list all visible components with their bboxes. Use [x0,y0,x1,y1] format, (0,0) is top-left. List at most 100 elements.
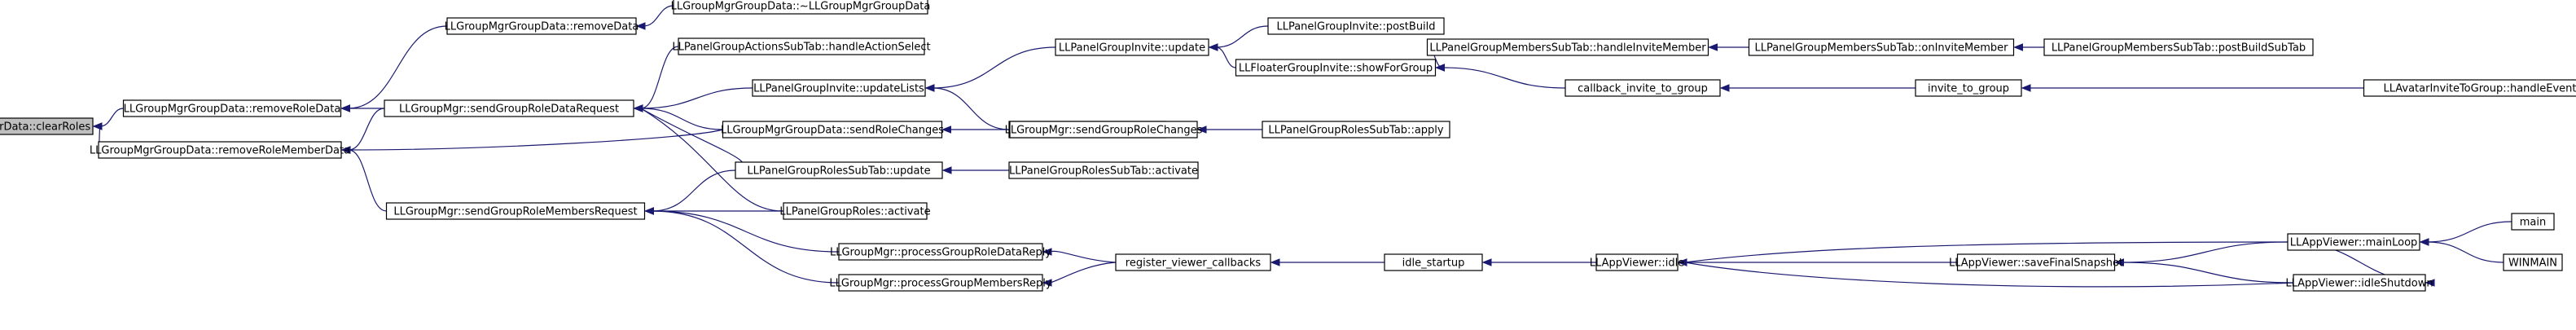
arrowhead-icon [1708,43,1718,51]
function-node[interactable]: LLPanelGroupInvite::updateLists [752,79,926,97]
function-node[interactable]: LLAppViewer::mainLoop [2287,233,2420,251]
edge-line [640,108,784,212]
arrowhead-icon [92,122,103,130]
function-node[interactable]: LLGroupMgrGroupData::removeRoleData [122,99,342,117]
node-box [1055,38,1209,56]
function-node[interactable]: LLGroupMgrGroupData::~LLGroupMgrGroupDat… [671,0,931,15]
arrowhead-icon [941,166,952,174]
call-edge [1708,43,1749,51]
arrowhead-icon [2114,258,2124,266]
call-edge [633,46,679,112]
node-box [1115,253,1271,271]
function-node[interactable]: idle_startup [1384,253,1483,271]
node-label: invite_to_group [1928,83,2009,95]
function-node[interactable]: LLGroupMgrGroupData::sendRoleChanges [721,121,944,139]
node-box [1956,253,2116,271]
node-label: LLGroupMgrGroupData::~LLGroupMgrGroupDat… [671,1,931,13]
node-label: LLGroupMgrGroupData::sendRoleChanges [721,125,944,137]
function-node[interactable]: LLAppViewer::saveFinalSnapshot [1949,253,2123,271]
call-edge [2419,221,2512,246]
edge-line [932,87,1010,130]
node-label: register_viewer_callbacks [1126,257,1262,270]
arrowhead-icon [340,146,351,154]
node-label: LLPanelGroupMembersSubTab::handleInviteM… [1429,42,1706,55]
edge-line [1215,46,1236,68]
arrowhead-icon [635,22,646,30]
node-box [2287,233,2420,251]
edge-line [932,46,1056,89]
node-box [2503,253,2563,271]
node-label: LLPanelGroupInvite::postBuild [1276,21,1435,33]
call-edge [1481,258,1596,266]
function-node[interactable]: LLPanelGroupActionsSubTab::handleActionS… [672,37,931,55]
node-box [0,117,94,135]
node-box [678,37,925,55]
function-node[interactable]: LLPanelGroupRolesSubTab::activate [1008,161,1199,179]
node-label: LLAppViewer::idleShutdown [2285,278,2433,290]
arrowhead-icon [1196,125,1207,134]
function-node[interactable]: callback_invite_to_group [1564,79,1721,97]
node-box [722,121,943,139]
function-node[interactable]: LLPanelGroupMembersSubTab::handleInviteM… [1426,38,1709,56]
function-node[interactable]: invite_to_group [1915,79,2022,97]
edge-line [1049,250,1117,263]
node-label: LLPanelGroupMembersSubTab::postBuildSubT… [2052,42,2306,55]
node-label: LLPanelGroupActionsSubTab::handleActionS… [672,42,930,54]
node-label: LLGroupMgr::sendGroupRoleDataRequest [399,103,619,116]
edge-line [2426,221,2512,243]
node-box [385,202,646,220]
edge-line [652,169,736,212]
node-box [2293,274,2426,292]
node-label: LLAppViewer::idle [1590,257,1684,270]
edge-line [1215,25,1269,48]
call-edge [941,125,1010,134]
function-node[interactable]: LLPanelGroupRolesSubTab::apply [1262,121,1450,139]
node-box [384,99,634,117]
function-node[interactable]: WINMAIN [2503,253,2563,271]
function-node[interactable]: LLPanelGroupInvite::update [1055,38,1209,56]
edge-line [2122,262,2294,284]
function-node[interactable]: LLGroupMgr::sendGroupRoleMembersRequest [385,202,646,220]
function-node[interactable]: LLFloaterGroupInvite::showForGroup [1235,59,1437,77]
arrowhead-icon [1435,64,1445,72]
node-label: LLPanelGroupRolesSubTab::activate [1009,165,1198,178]
function-node[interactable]: LLAppViewer::idleShutdown [2285,274,2433,292]
call-edge [941,166,1009,174]
arrowhead-icon [1042,248,1052,256]
function-node[interactable]: LLGroupMgrGroupData::removeData [445,17,639,35]
node-box [1009,121,1198,139]
function-node[interactable]: LLGroupMgr::processGroupRoleDataReply [830,243,1051,261]
nodes-layer: LLGroupMemberData::clearRolesLLGroupMgrG… [0,0,2576,292]
function-node[interactable]: LLPanelGroupRolesSubTab::update [735,161,943,179]
edge-line [99,108,124,127]
node-label: LLFloaterGroupInvite::showForGroup [1239,63,1433,75]
function-node[interactable]: LLPanelGroupRoles::activate [779,202,931,220]
call-edge [644,207,840,284]
function-node[interactable]: LLGroupMgr::processGroupMembersReply [829,274,1052,292]
arrowhead-icon [1677,258,1687,266]
node-label: LLPanelGroupRoles::activate [779,206,930,218]
function-node[interactable]: LLPanelGroupMembersSubTab::onInviteMembe… [1748,38,2015,56]
arrowhead-icon [2425,279,2435,287]
node-label: LLPanelGroupRolesSubTab::update [747,165,930,178]
arrowhead-icon [633,104,643,112]
function-node[interactable]: register_viewer_callbacks [1115,253,1271,271]
arrowhead-icon [1208,43,1218,51]
node-box [673,0,928,15]
function-node[interactable]: LLGroupMgrGroupData::removeRoleMemberDat… [90,141,350,159]
call-edge [340,129,723,154]
function-node[interactable]: LLPanelGroupInvite::postBuild [1267,17,1445,35]
call-edge [2021,84,2364,92]
function-node[interactable]: main [2511,213,2555,231]
node-label: callback_invite_to_group [1578,83,1708,95]
function-node[interactable]: LLPanelGroupMembersSubTab::postBuildSubT… [2043,38,2314,56]
root-function-node[interactable]: LLGroupMemberData::clearRoles [0,117,94,135]
function-node[interactable]: LLAppViewer::idle [1590,253,1684,271]
function-node[interactable]: LLAvatarInviteToGroup::handleEvent [2363,79,2576,97]
call-edge [2114,258,2294,284]
function-node[interactable]: LLGroupMgr::sendGroupRoleDataRequest [384,99,634,117]
call-edge [1208,43,1236,68]
node-label: LLGroupMgr::processGroupRoleDataReply [830,247,1051,259]
function-node[interactable]: LLGroupMgr::sendGroupRoleChanges [1005,121,1203,139]
